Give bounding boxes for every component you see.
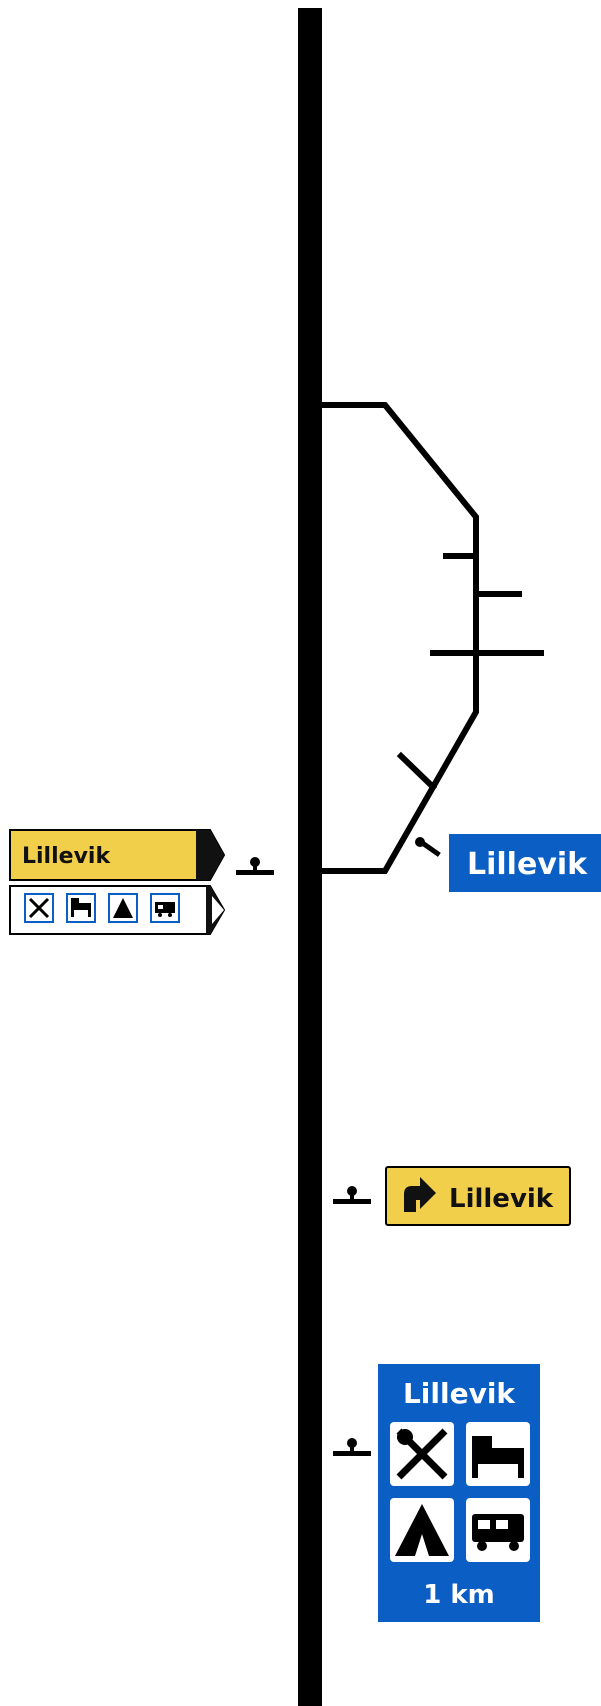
- motel-icon: [66, 893, 96, 923]
- exit-sign-label: Lillevik: [467, 847, 588, 882]
- post-marker-exit: [415, 837, 441, 857]
- caravan-icon: [466, 1498, 530, 1562]
- turn-sign: Lillevik: [385, 1166, 571, 1226]
- caravan-icon: [150, 893, 180, 923]
- sign-post-markers: [236, 837, 441, 1456]
- camping-icon: [390, 1498, 454, 1562]
- camping-icon: [108, 893, 138, 923]
- post-marker-advance: [236, 857, 274, 875]
- rest-area-road: [319, 402, 544, 874]
- turn-right-arrow-icon: [404, 1177, 436, 1212]
- post-marker-service: [333, 1438, 371, 1456]
- turn-sign-label: Lillevik: [449, 1184, 554, 1214]
- main-road: [298, 8, 322, 1706]
- advance-sign-label: Lillevik: [22, 844, 111, 869]
- service-sign-label: Lillevik: [403, 1377, 516, 1410]
- motel-icon: [466, 1422, 530, 1486]
- restaurant-icon: [24, 893, 54, 923]
- service-sign: Lillevik 1 km: [378, 1364, 540, 1622]
- restaurant-icon: [390, 1422, 454, 1486]
- service-sign-distance: 1 km: [423, 1580, 495, 1610]
- exit-sign: Lillevik: [449, 834, 601, 892]
- post-marker-turn: [333, 1186, 371, 1204]
- advance-direction-sign: Lillevik: [9, 829, 226, 935]
